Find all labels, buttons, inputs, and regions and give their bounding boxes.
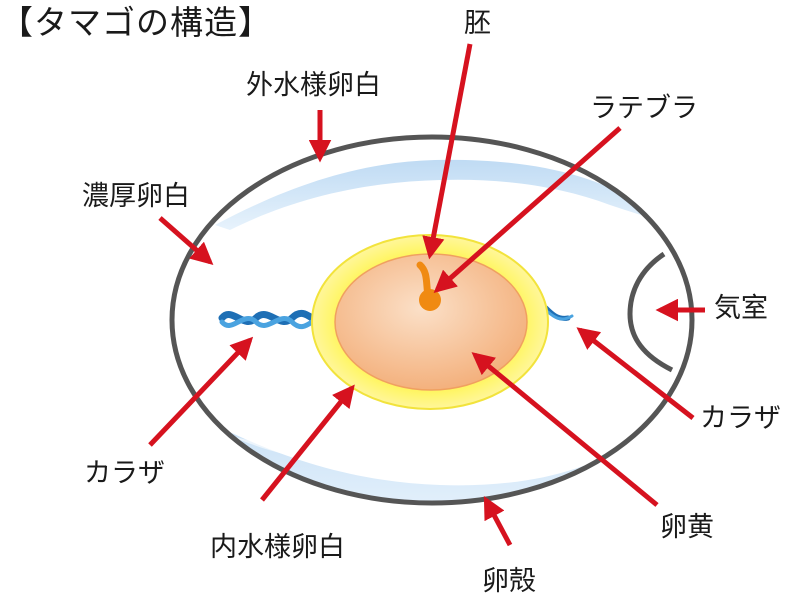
label-chalaza-left: カラザ [84, 458, 165, 489]
label-shell: 卵殻 [482, 566, 536, 597]
arrow-thick-white [158, 216, 214, 265]
label-inner-thin-white: 内水様卵白 [210, 532, 345, 563]
arrow-inner-thin-white [260, 384, 355, 502]
egg-shell-outline [169, 134, 695, 506]
arrow-yolk [471, 352, 659, 507]
label-air-cell: 気室 [714, 293, 768, 324]
yolk-inner [334, 253, 528, 391]
chalaza-left-shape [218, 309, 316, 330]
label-latebra: ラテブラ [590, 93, 698, 124]
label-embryo: 胚 [464, 8, 491, 39]
label-outer-thin-white: 外水様卵白 [246, 70, 381, 101]
pointer-arrows [148, 43, 705, 547]
arrow-latebra [433, 126, 622, 293]
arrow-shell [483, 496, 513, 547]
diagram-title: 【タマゴの構造】 [0, 3, 272, 42]
arrow-chalaza-right [576, 327, 695, 420]
germ-disc [419, 289, 441, 311]
label-chalaza-right: カラザ [700, 403, 781, 434]
arrow-chalaza-left [148, 336, 254, 447]
label-yolk: 卵黄 [660, 512, 714, 543]
label-thick-white: 濃厚卵白 [82, 181, 190, 212]
air-cell-shape [627, 251, 674, 373]
arrow-embryo [422, 43, 473, 260]
